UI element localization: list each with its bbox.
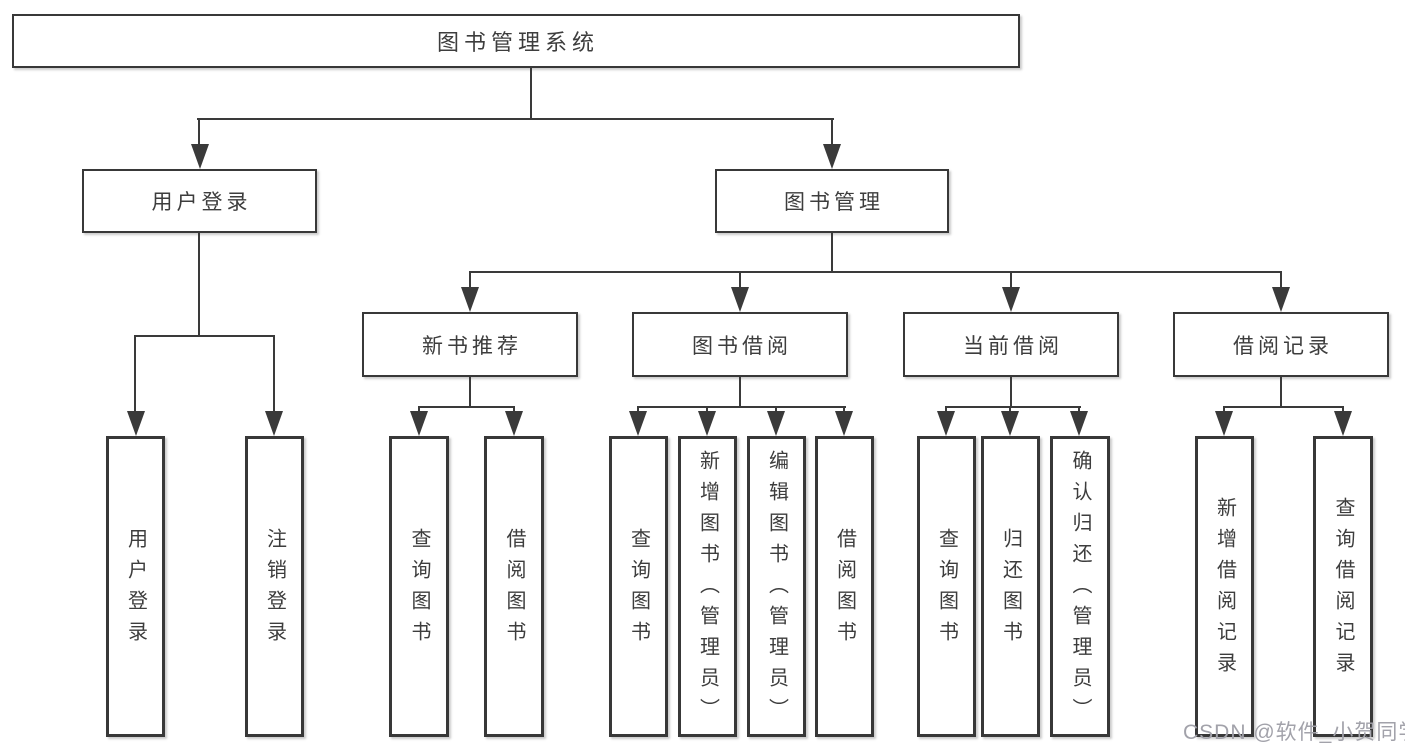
arrowhead-leaf — [629, 411, 647, 436]
arrowhead-leaf — [937, 411, 955, 436]
leaf-logout: 注销登录 — [245, 436, 304, 737]
connector-drop-new-books — [469, 271, 471, 290]
connector-drop-leaf — [1342, 406, 1344, 414]
arrowhead-user-login — [191, 144, 209, 169]
leaf-search-books-1-label: 查询图书 — [408, 527, 430, 652]
leaf-user-login: 用户登录 — [106, 436, 165, 737]
leaf-add-books-admin: 新增图书（管理员） — [678, 436, 737, 737]
connector-drop-leaf — [1223, 406, 1225, 414]
connector-drop-leaf — [706, 406, 708, 414]
arrowhead-leaf — [1215, 411, 1233, 436]
connector-book-borrow-stem — [739, 377, 741, 408]
connector-new-books-stem — [469, 377, 471, 408]
connector-user-login-stem — [198, 233, 200, 336]
arrowhead-book-borrow — [731, 287, 749, 312]
connector-drop-leaf — [945, 406, 947, 414]
connector-user-login-rail — [134, 335, 275, 337]
arrowhead-new-books — [461, 287, 479, 312]
leaf-search-books-3-label: 查询图书 — [935, 527, 958, 652]
connector-book-borrow-rail — [637, 406, 846, 408]
leaf-add-borrow-record-label: 新增借阅记录 — [1213, 496, 1236, 683]
leaf-return-books-label: 归还图书 — [999, 527, 1022, 652]
leaf-search-books-1: 查询图书 — [389, 436, 449, 737]
arrowhead-leaf — [505, 411, 523, 436]
node-user-login: 用户登录 — [82, 169, 317, 233]
arrowhead-leaf — [1334, 411, 1352, 436]
connector-drop-leaf — [418, 406, 420, 414]
node-book-mgmt-label: 图书管理 — [784, 191, 884, 214]
arrowhead-leaf — [410, 411, 428, 436]
connector-drop-leaf — [843, 406, 845, 414]
connector-drop-leaf — [637, 406, 639, 414]
node-book-mgmt: 图书管理 — [715, 169, 949, 233]
leaf-search-books-2: 查询图书 — [609, 436, 668, 737]
leaf-logout-label: 注销登录 — [263, 527, 286, 652]
node-borrow-records: 借阅记录 — [1173, 312, 1389, 377]
connector-current-borrow-rail — [945, 406, 1081, 408]
connector-drop-leaf-login — [134, 335, 136, 414]
node-book-borrow-label: 图书借阅 — [692, 334, 792, 358]
leaf-borrow-books-1: 借阅图书 — [484, 436, 544, 737]
arrowhead-leaf — [835, 411, 853, 436]
leaf-search-borrow-record-label: 查询借阅记录 — [1332, 496, 1354, 683]
leaf-confirm-return-admin: 确认归还（管理员） — [1050, 436, 1110, 737]
connector-drop-book-borrow — [739, 271, 741, 290]
connector-drop-leaf-logout — [273, 335, 275, 414]
connector-level1-rail — [197, 118, 834, 120]
node-user-login-label: 用户登录 — [151, 191, 252, 214]
leaf-search-borrow-record: 查询借阅记录 — [1313, 436, 1373, 737]
node-current-borrow: 当前借阅 — [903, 312, 1119, 377]
arrowhead-leaf — [1070, 411, 1088, 436]
connector-root-stem — [530, 68, 532, 119]
leaf-edit-books-admin: 编辑图书（管理员） — [747, 436, 806, 737]
connector-book-mgmt-stem — [831, 233, 833, 273]
node-root: 图书管理系统 — [12, 14, 1020, 68]
connector-current-borrow-stem — [1010, 377, 1012, 408]
connector-drop-leaf — [1009, 406, 1011, 414]
node-root-label: 图书管理系统 — [436, 30, 599, 55]
connector-level2-rail — [469, 271, 1282, 273]
csdn-watermark: CSDN @软件_小贺同学 — [1183, 721, 1405, 744]
arrowhead-leaf-login — [127, 411, 145, 436]
connector-new-books-rail — [418, 406, 515, 408]
leaf-search-books-3: 查询图书 — [917, 436, 976, 737]
leaf-return-books: 归还图书 — [981, 436, 1040, 737]
arrowhead-leaf-logout — [265, 411, 283, 436]
arrowhead-book-mgmt — [823, 144, 841, 169]
connector-drop-borrow-records — [1280, 271, 1282, 290]
arrowhead-borrow-records — [1272, 287, 1290, 312]
connector-drop-leaf — [1078, 406, 1080, 414]
leaf-add-books-admin-label: 新增图书（管理员） — [696, 450, 719, 729]
leaf-borrow-books-1-label: 借阅图书 — [503, 527, 525, 652]
connector-drop-leaf — [775, 406, 777, 414]
leaf-user-login-label: 用户登录 — [124, 527, 147, 652]
node-current-borrow-label: 当前借阅 — [963, 334, 1063, 358]
leaf-borrow-books-2: 借阅图书 — [815, 436, 874, 737]
connector-drop-current-borrow — [1010, 271, 1012, 290]
connector-drop-user-login — [198, 118, 200, 148]
node-book-borrow: 图书借阅 — [632, 312, 848, 377]
leaf-borrow-books-2-label: 借阅图书 — [833, 527, 856, 652]
leaf-confirm-return-admin-label: 确认归还（管理员） — [1069, 450, 1091, 729]
leaf-edit-books-admin-label: 编辑图书（管理员） — [765, 450, 788, 729]
connector-borrow-records-rail — [1223, 406, 1344, 408]
arrowhead-leaf — [767, 411, 785, 436]
arrowhead-leaf — [698, 411, 716, 436]
arrowhead-current-borrow — [1002, 287, 1020, 312]
connector-drop-book-mgmt — [831, 118, 833, 148]
leaf-add-borrow-record: 新增借阅记录 — [1195, 436, 1254, 737]
arrowhead-leaf — [1001, 411, 1019, 436]
node-new-books-label: 新书推荐 — [422, 334, 522, 358]
connector-drop-leaf — [513, 406, 515, 414]
leaf-search-books-2-label: 查询图书 — [627, 527, 650, 652]
connector-borrow-records-stem — [1280, 377, 1282, 408]
node-borrow-records-label: 借阅记录 — [1233, 334, 1333, 358]
node-new-books: 新书推荐 — [362, 312, 578, 377]
